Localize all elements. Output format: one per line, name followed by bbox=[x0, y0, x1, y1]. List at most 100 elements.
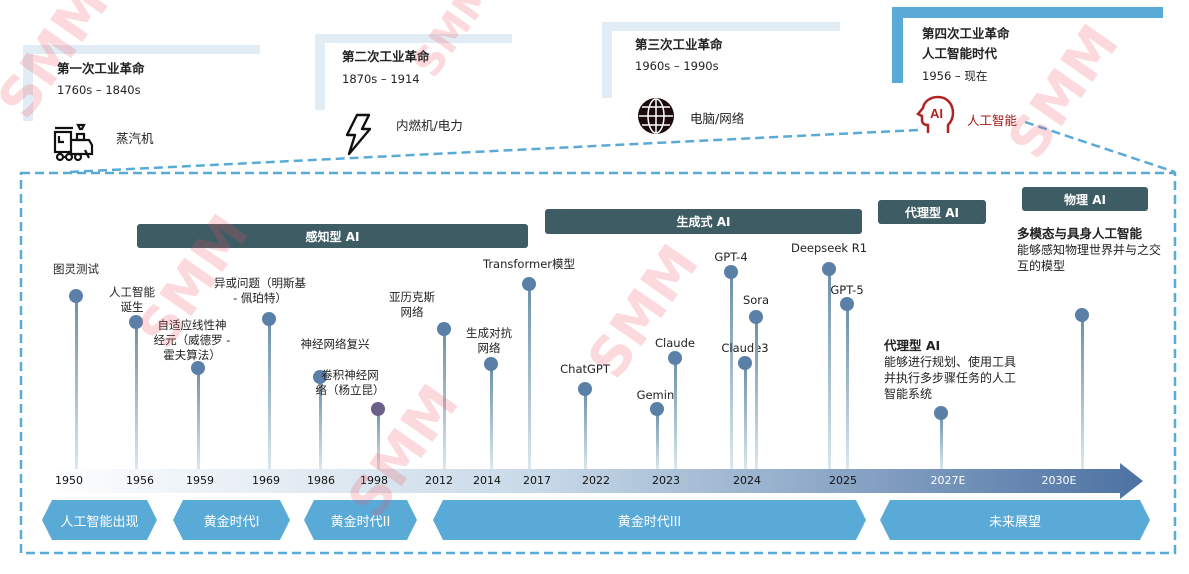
stage-label: 未来展望 bbox=[880, 500, 1150, 540]
year-tick-label: 2024 bbox=[733, 474, 761, 487]
stage-label: 黄金时代II bbox=[304, 500, 417, 540]
agentic-ai-description-title: 代理型 AI bbox=[884, 338, 941, 353]
milestone-stem bbox=[134, 322, 138, 470]
era1-bracket-top bbox=[23, 45, 260, 54]
year-tick-label: 2027E bbox=[930, 474, 966, 487]
era1-date: 1760s – 1840s bbox=[57, 83, 141, 97]
milestone-stem bbox=[442, 329, 446, 470]
physical-ai-description-title: 多模态与具身人工智能 bbox=[1017, 226, 1143, 241]
agentic-ai-description-text: 能够进行规划、使用工具 并执行多步骤任务的人工 智能系统 bbox=[884, 355, 1017, 401]
milestone-stem bbox=[655, 409, 659, 470]
milestone-label: Sora bbox=[742, 293, 770, 307]
milestone-dot bbox=[1075, 308, 1089, 322]
milestone-label: Gemini bbox=[636, 388, 678, 402]
era1-title: 第一次工业革命 bbox=[57, 61, 145, 76]
era2-bracket-top bbox=[315, 34, 512, 43]
milestone-label: 神经网络复兴 bbox=[300, 337, 370, 351]
milestone-label: GPT-5 bbox=[830, 283, 864, 297]
era3-tech-label: 电脑/网络 bbox=[690, 111, 745, 126]
era3-date: 1960s – 1990s bbox=[635, 59, 719, 73]
year-tick-label: 2030E bbox=[1041, 474, 1077, 487]
milestone-label: ChatGPT bbox=[560, 362, 610, 376]
milestone-dot bbox=[262, 312, 276, 326]
steam-locomotive-icon bbox=[53, 123, 94, 162]
milestone-stem bbox=[754, 317, 758, 470]
year-tick-label: 1950 bbox=[55, 474, 83, 487]
milestone-label: Deepseek R1 bbox=[790, 241, 868, 255]
era3-title: 第三次工业革命 bbox=[635, 37, 723, 52]
milestone-dot bbox=[934, 406, 948, 420]
agentic-ai-description: 代理型 AI 能够进行规划、使用工具 并执行多步骤任务的人工 智能系统 bbox=[884, 338, 1016, 402]
milestone-dot bbox=[749, 310, 763, 324]
year-tick-label: 1986 bbox=[307, 474, 335, 487]
phase-agentic-ai: 代理型 AI bbox=[878, 200, 986, 224]
era1-bracket-side bbox=[23, 45, 33, 121]
stage-label: 人工智能出现 bbox=[42, 500, 157, 540]
era4-title: 第四次工业革命 bbox=[922, 26, 1010, 41]
milestone-label: 生成对抗 网络 bbox=[466, 326, 512, 355]
year-tick-label: 1969 bbox=[252, 474, 280, 487]
era3-bracket-top bbox=[602, 22, 840, 31]
year-tick-label: 2025 bbox=[829, 474, 857, 487]
milestone-dot bbox=[822, 262, 836, 276]
year-tick-label: 2017 bbox=[523, 474, 551, 487]
physical-ai-description-text: 能够感知物理世界并与之交 互的模型 bbox=[1017, 243, 1162, 273]
milestone-label: Claude bbox=[655, 336, 695, 350]
milestone-label: GPT-4 bbox=[714, 250, 748, 264]
milestone-label: 人工智能 诞生 bbox=[109, 285, 155, 314]
milestone-dot bbox=[129, 315, 143, 329]
milestone-stem bbox=[1080, 315, 1084, 470]
milestone-stem bbox=[583, 389, 587, 470]
milestone-label: 图灵测试 bbox=[53, 262, 99, 276]
phase-generative-ai: 生成式 AI bbox=[545, 209, 862, 234]
milestone-stem bbox=[527, 284, 531, 470]
milestone-dot bbox=[371, 402, 385, 416]
milestone-stem bbox=[489, 364, 493, 470]
milestone-dot bbox=[724, 265, 738, 279]
milestone-stem bbox=[729, 272, 733, 470]
phase-physical-ai: 物理 AI bbox=[1022, 187, 1148, 211]
svg-text:AI: AI bbox=[930, 106, 943, 121]
milestone-stem bbox=[743, 363, 747, 470]
era4-bracket-side bbox=[892, 7, 903, 83]
milestone-stem bbox=[376, 409, 380, 470]
year-tick-label: 1959 bbox=[186, 474, 214, 487]
era3-bracket-side bbox=[602, 22, 612, 98]
era4-date: 1956 – 现在 bbox=[922, 69, 988, 83]
lightning-icon bbox=[345, 113, 372, 156]
phase-perceptive-ai: 感知型 AI bbox=[137, 224, 528, 248]
era4-bracket-top bbox=[892, 7, 1163, 18]
milestone-label: 自适应线性神 经元（威德罗 - 霍夫算法） bbox=[153, 318, 231, 362]
milestone-dot bbox=[522, 277, 536, 291]
era4-subtitle: 人工智能时代 bbox=[922, 46, 998, 61]
stage-label: 黄金时代III bbox=[433, 500, 866, 540]
milestone-dot bbox=[69, 289, 83, 303]
milestone-label: Claude3 bbox=[721, 341, 769, 355]
milestone-stem bbox=[267, 319, 271, 470]
milestone-stem bbox=[939, 413, 943, 470]
milestone-stem bbox=[673, 358, 677, 470]
milestone-label: 亚历克斯 网络 bbox=[389, 290, 435, 319]
milestone-dot bbox=[437, 322, 451, 336]
milestone-stem bbox=[827, 269, 831, 470]
year-tick-label: 2012 bbox=[425, 474, 453, 487]
era2-bracket-side bbox=[315, 34, 325, 110]
globe-icon bbox=[638, 98, 674, 134]
milestone-label: 异或问题（明斯基 - 佩珀特） bbox=[214, 276, 306, 305]
milestone-dot bbox=[668, 351, 682, 365]
era1-tech-label: 蒸汽机 bbox=[116, 131, 154, 146]
timeline-axis-arrow bbox=[40, 463, 1143, 499]
ai-head-icon: AI bbox=[916, 95, 955, 133]
milestone-dot bbox=[578, 382, 592, 396]
year-tick-label: 2022 bbox=[582, 474, 610, 487]
era2-date: 1870s – 1914 bbox=[342, 72, 420, 86]
milestone-stem bbox=[845, 304, 849, 470]
milestone-label: 卷积神经网 络（杨立昆） bbox=[315, 368, 385, 397]
milestone-dot bbox=[313, 370, 327, 384]
milestone-dot bbox=[650, 402, 664, 416]
milestone-stem bbox=[318, 377, 322, 470]
year-tick-label: 1998 bbox=[360, 474, 388, 487]
era4-tech-label: 人工智能 bbox=[967, 113, 1018, 128]
